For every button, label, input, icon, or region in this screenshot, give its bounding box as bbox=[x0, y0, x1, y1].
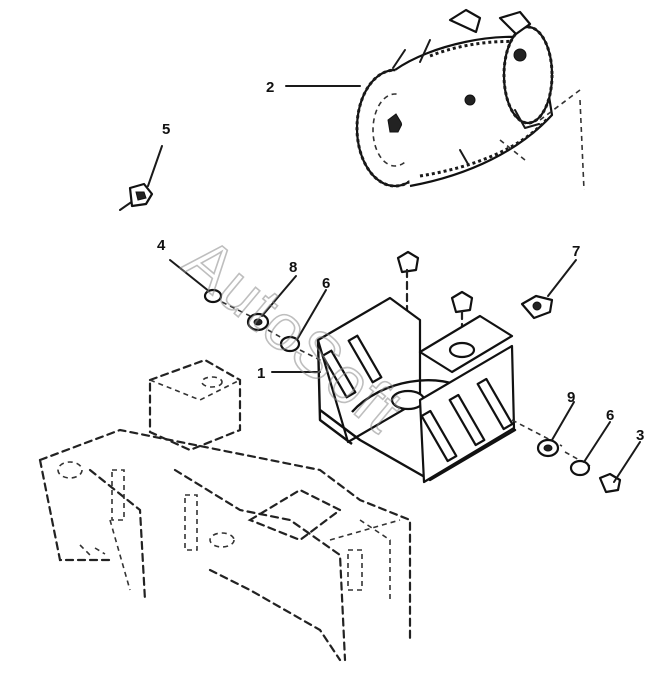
vehicle-frame-illustration bbox=[38, 358, 412, 662]
bracket-illustration bbox=[316, 296, 591, 484]
callout-part-3: 3 bbox=[636, 427, 644, 444]
callout-part-8: 8 bbox=[289, 259, 297, 276]
compressor-illustration bbox=[355, 8, 585, 191]
leader-lines bbox=[261, 85, 641, 483]
callout-labels: 2 5 4 8 6 7 1 9 6 3 bbox=[157, 79, 644, 444]
part-7-washer bbox=[520, 259, 577, 320]
callout-part-6b: 6 bbox=[606, 407, 614, 424]
callout-part-5: 5 bbox=[162, 121, 170, 138]
callout-part-9: 9 bbox=[567, 389, 575, 406]
callout-part-1: 1 bbox=[257, 365, 265, 382]
callout-part-4: 4 bbox=[157, 237, 166, 254]
left-fastener-stack bbox=[169, 259, 325, 363]
part-5-fastener bbox=[119, 145, 163, 211]
callout-part-6a: 6 bbox=[322, 275, 330, 292]
right-fastener-stack bbox=[536, 438, 622, 494]
callout-part-2: 2 bbox=[266, 79, 274, 96]
callout-part-7: 7 bbox=[572, 243, 580, 260]
